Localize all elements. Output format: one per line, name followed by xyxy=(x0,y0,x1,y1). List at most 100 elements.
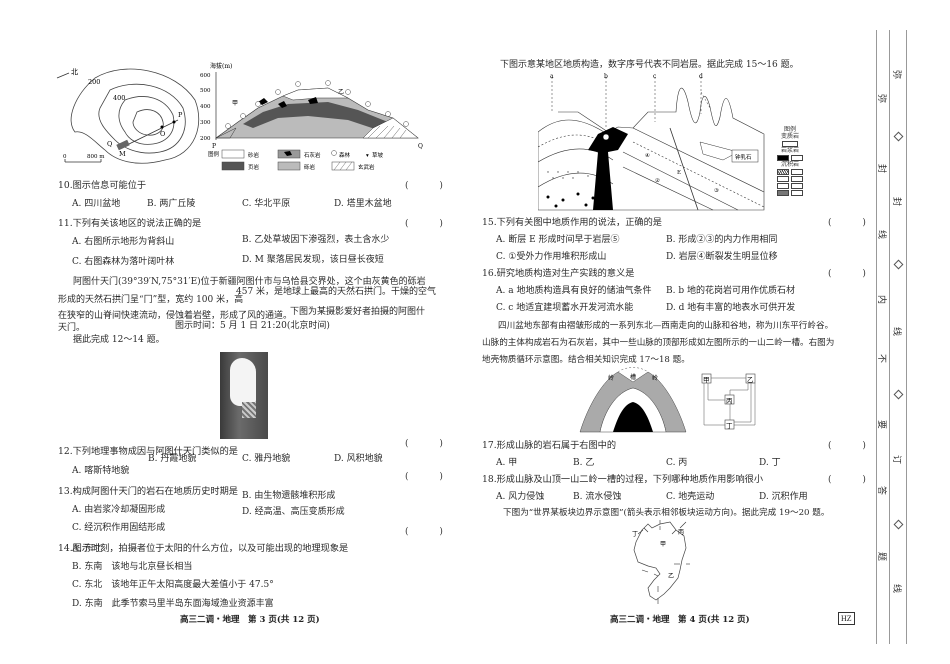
margin-char: 封 xyxy=(891,196,902,207)
svg-text:丙: 丙 xyxy=(678,529,684,536)
margin-char: 弥 xyxy=(876,93,887,104)
option-14c: C. 东北 该地年正午太阳高度最大差值小于 47.5° xyxy=(72,580,274,590)
margin-char: 订 xyxy=(891,454,902,465)
option-16c: C. c 地适宜建坝蓄水开发河流水能 xyxy=(496,303,634,313)
svg-text:北: 北 xyxy=(71,68,78,76)
answer-bracket-16: ( ) xyxy=(828,269,880,279)
page-footer-left: 高三二调・地理 第 3 页(共 12 页) xyxy=(180,615,320,625)
svg-text:岭: 岭 xyxy=(652,374,658,382)
legend-title: 图例 xyxy=(783,126,796,133)
svg-text:页岩: 页岩 xyxy=(248,163,260,171)
question-11: 11.下列有关该地区的说法正确的是 xyxy=(58,218,201,230)
svg-text:海拔(m): 海拔(m) xyxy=(210,62,232,70)
option-16b: B. b 地的花岗岩可用作优质石材 xyxy=(666,286,795,296)
question-number: 10. xyxy=(58,180,73,191)
atushi-tianmen-photo xyxy=(220,352,268,439)
svg-text:乙: 乙 xyxy=(338,89,344,96)
margin-line-outer xyxy=(876,30,877,644)
option-11b: B. 乙处草坡因下渗强烈，表土含水少 xyxy=(242,235,390,245)
passage-line: 457 米，是地球上最高的天然石拱门。干燥的空气 xyxy=(236,287,437,297)
diamond-icon xyxy=(893,259,904,270)
option-13a: A. 由岩浆冷却凝固形成 xyxy=(72,505,166,515)
svg-text:500: 500 xyxy=(200,88,211,94)
question-15: 15.下列有关图中地质作用的说法，正确的是 xyxy=(482,217,662,229)
option-12d: D. 风积地貌 xyxy=(334,454,383,464)
margin-char: 要 xyxy=(876,419,887,430)
svg-text:c: c xyxy=(653,73,657,80)
passage-line: 山脉的主体构成岩石为石灰岩，其中一些山脉的顶部形成如左图所示的一山二岭一槽。右图… xyxy=(482,338,835,348)
option-10a: A. 四川盆地 xyxy=(72,199,121,209)
svg-text:400: 400 xyxy=(200,104,211,110)
geologic-profile-figure: 海拔(m) 600 500 400 300 200 甲 乙 P Q 图例 砂岩 xyxy=(200,62,423,171)
margin-char: 内 xyxy=(876,294,887,305)
option-11d: D. M 聚落居民发现，该日昼长夜短 xyxy=(242,255,384,265)
passage-line: 地壳物质循环示意图。结合相关知识完成 17～18 题。 xyxy=(482,355,690,365)
svg-text:甲: 甲 xyxy=(703,376,710,384)
svg-text:300: 300 xyxy=(200,120,211,126)
svg-text:丙: 丙 xyxy=(726,397,733,405)
passage-line: 阿图什天门(39°39′N,75°31′E)位于新疆阿图什市与乌恰县交界处，这个… xyxy=(73,277,426,287)
answer-bracket-18: ( ) xyxy=(828,475,880,485)
question-stem: 形成山脉及山顶一山二岭一槽的过程，下列哪种地质作用影响很小 xyxy=(496,474,764,485)
option-13d: D. 经高温、高压变质形成 xyxy=(242,507,345,517)
option-12b: B. 丹霞地貌 xyxy=(148,454,197,464)
svg-text:400: 400 xyxy=(113,94,125,102)
question-stem: 形成山脉的岩石属于右图中的 xyxy=(496,440,617,451)
question-14: 14.图示时刻，拍摄者位于太阳的什么方位，以及可能出现的地理现象是 xyxy=(58,543,348,555)
svg-text:丁: 丁 xyxy=(726,422,733,430)
question-number: 17. xyxy=(482,440,497,451)
svg-text:钟乳石: 钟乳石 xyxy=(735,153,752,161)
svg-text:④: ④ xyxy=(645,152,650,159)
margin-char: 不 xyxy=(876,353,887,364)
option-13b: B. 由生物遗骸堆积形成 xyxy=(242,491,336,501)
option-11c: C. 右图森林为落叶阔叶林 xyxy=(72,257,175,267)
option-17b: B. 乙 xyxy=(573,458,595,468)
passage-line: 形成的天然石拱门呈“冂”型，宽约 100 米，高 xyxy=(58,295,244,305)
question-stem: 下列地理事物成因与阿图什天门类似的是 xyxy=(72,446,238,457)
option-14d: D. 东南 此季节索马里半岛东面海域渔业资源丰富 xyxy=(72,599,274,609)
hz-badge: HZ xyxy=(838,612,855,625)
svg-text:Q: Q xyxy=(107,140,112,148)
question-16: 16.研究地质构造对生产实践的意义是 xyxy=(482,268,634,280)
question-stem: 图示时刻，拍摄者位于太阳的什么方位，以及可能出现的地理现象是 xyxy=(72,543,349,554)
answer-bracket-15: ( ) xyxy=(828,218,880,228)
svg-text:石灰岩: 石灰岩 xyxy=(304,151,321,159)
question-18: 18.形成山脉及山顶一山二岭一槽的过程，下列哪种地质作用影响很小 xyxy=(482,474,763,486)
legend-group-metamorphic: 变质岩 xyxy=(780,133,799,140)
margin-char: 线 xyxy=(876,229,887,240)
question-number: 15. xyxy=(482,217,497,228)
diamond-icon xyxy=(893,389,904,400)
svg-text:甲: 甲 xyxy=(232,100,238,107)
geo-legend: 图例 变质岩 岩浆岩 沉积岩 xyxy=(768,126,812,196)
svg-text:森林: 森林 xyxy=(339,151,351,159)
question-17: 17.形成山脉的岩石属于右图中的 xyxy=(482,440,616,452)
svg-text:Q: Q xyxy=(418,143,423,150)
svg-text:b: b xyxy=(604,73,608,80)
option-15b: B. 形成②③的内力作用相同 xyxy=(666,235,778,245)
option-15c: C. ①受外力作用堆积形成山 xyxy=(496,252,607,262)
margin-char: 线 xyxy=(891,326,902,337)
plate-boundary-figure: 丁 甲 乙 丙 xyxy=(632,520,690,604)
option-17a: A. 甲 xyxy=(496,458,518,468)
diamond-icon xyxy=(893,519,904,530)
passage-line: 四川盆地东部有由褶皱形成的一系列东北—西南走向的山脉和谷地，称为川东平行岭谷。 xyxy=(498,321,834,331)
rock-cycle-figure: 甲 乙 丙 丁 xyxy=(701,373,756,430)
svg-text:乙: 乙 xyxy=(747,376,754,384)
margin-char: 答 xyxy=(876,485,887,496)
option-14a: A. 东北 xyxy=(72,544,103,554)
question-stem: 下列有关图中地质作用的说法，正确的是 xyxy=(496,217,662,228)
figure-caption-time: 图示时间：5 月 1 日 21:20(北京时间) xyxy=(175,321,330,331)
svg-text:O: O xyxy=(160,130,165,138)
profile-line xyxy=(126,119,179,146)
svg-text:200: 200 xyxy=(200,136,211,142)
svg-text:▾: ▾ xyxy=(366,153,369,159)
option-17c: C. 丙 xyxy=(666,458,688,468)
option-13c: C. 经沉积作用固结形成 xyxy=(72,523,166,533)
question-stem: 图示信息可能位于 xyxy=(72,180,147,191)
option-10c: C. 华北平原 xyxy=(242,199,291,209)
diamond-icon xyxy=(893,131,904,142)
option-18d: D. 沉积作用 xyxy=(759,492,808,502)
question-number: 16. xyxy=(482,268,497,279)
option-11a: A. 右图所示地形为背斜山 xyxy=(72,237,175,247)
answer-bracket-14: ( ) xyxy=(405,527,457,537)
